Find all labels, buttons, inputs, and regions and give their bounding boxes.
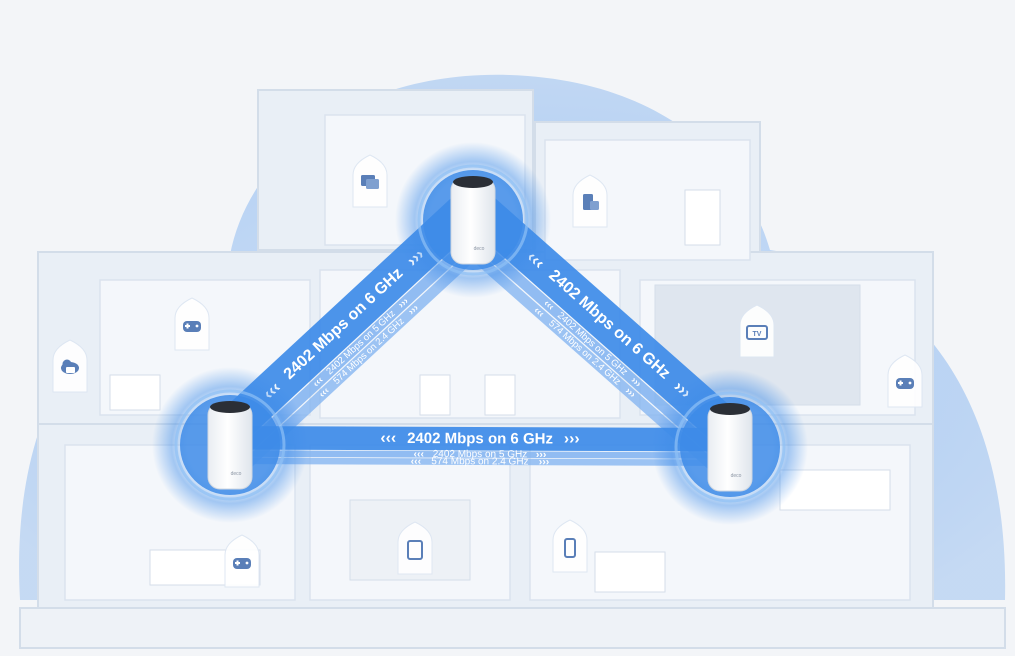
gamepad-pin-right: [887, 354, 923, 408]
link-beam-24ghz: [229, 457, 730, 466]
left-node: deco: [152, 367, 308, 523]
gamepad-icon: [233, 558, 251, 569]
gamepad-pin-left: [174, 297, 210, 351]
chevrons-left-icon: ‹‹‹: [380, 430, 396, 447]
tv-icon: TV: [746, 325, 768, 340]
phone-icon: [564, 538, 576, 558]
smart-home-pin-top: [572, 174, 608, 228]
tv-pin: TV: [739, 304, 775, 358]
deco-logo: deco: [474, 246, 485, 252]
link-beam-5ghz: [235, 226, 487, 460]
tv-label: TV: [753, 331, 762, 338]
cloud-icon: [61, 359, 79, 374]
smart-home-icon: [583, 194, 599, 210]
link-beam-5ghz: [229, 450, 730, 459]
tablet-pin: [397, 521, 433, 575]
tablet-icon: [407, 540, 423, 560]
link-beam-24ghz: [243, 235, 495, 468]
gamepad-pin-bottom: [224, 534, 260, 588]
link-label-24ghz: 574 Mbps on 2.4 GHz: [431, 456, 528, 467]
deco-logo: deco: [731, 473, 742, 479]
link-beam-5ghz: [460, 226, 725, 462]
link-beam-main: [229, 426, 731, 452]
chevrons-right-icon: ›››: [564, 431, 580, 448]
link-label-6ghz: 2402 Mbps on 6 GHz: [407, 430, 553, 448]
device-pins: TV: [52, 154, 923, 588]
link-beam-24ghz: [452, 235, 717, 471]
desktop-icon: [361, 175, 379, 189]
vent-top: [453, 176, 493, 188]
right-node: deco: [652, 369, 808, 525]
deco-logo: deco: [231, 471, 242, 477]
chevrons-right-icon: ›››: [539, 456, 550, 468]
mesh-nodes: deco deco deco: [152, 142, 808, 525]
top-node: deco: [395, 142, 551, 298]
cloud-pin: [52, 339, 88, 393]
monitor-pin: [352, 154, 388, 208]
gamepad-icon: [896, 378, 914, 389]
link-left-right: 2402 Mbps on 6 GHz‹‹‹›››2402 Mbps on 5 G…: [229, 426, 731, 468]
link-top-right: 2402 Mbps on 6 GHz‹‹‹›››2402 Mbps on 5 G…: [452, 196, 751, 471]
vent-top: [210, 401, 250, 413]
floor-base: [19, 607, 1006, 649]
gamepad-icon: [183, 321, 201, 332]
phone-pin: [552, 519, 588, 573]
chevrons-left-icon: ‹‹‹: [411, 455, 422, 467]
chevrons-right-icon: ›››: [536, 449, 547, 461]
vent-top: [710, 403, 750, 415]
chevrons-left-icon: ‹‹‹: [413, 448, 424, 460]
link-label-5ghz: 2402 Mbps on 5 GHz: [433, 449, 528, 460]
